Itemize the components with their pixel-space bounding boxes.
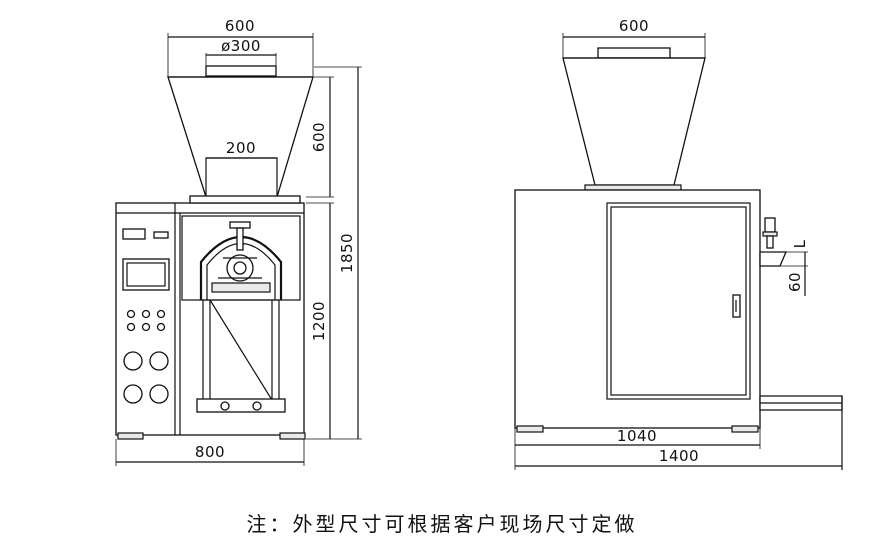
dim-front-cabinet-height: 1200 [306, 202, 334, 439]
side-cabinet [514, 189, 761, 429]
panel-button-grid [126, 309, 166, 332]
front-view: 600 ø300 200 [115, 17, 362, 466]
control-panel [122, 228, 170, 404]
front-feet [117, 432, 306, 440]
side-hopper [562, 57, 706, 186]
side-view: 600 L 60 [514, 17, 843, 470]
side-access-door [606, 202, 751, 400]
panel-display-screen [122, 258, 170, 291]
dim-front-total-height: 1850 [306, 66, 362, 440]
dim-label-outlet-height: 60 [786, 272, 804, 292]
side-hopper-inlet [597, 47, 671, 59]
dim-label-hopper-top: 600 [225, 17, 255, 35]
side-outlet-spout [759, 217, 787, 267]
drawing-note: 注：外型尺寸可根据客户现场尺寸定做 [0, 508, 884, 537]
dim-label-hopper-height: 600 [310, 122, 328, 152]
dim-label-cabinet-height: 1200 [310, 301, 328, 341]
dim-side-total-length: 1400 [515, 447, 842, 467]
dim-label-total-height: 1850 [338, 233, 356, 273]
dim-side-outlet: L 60 [780, 239, 809, 296]
filling-station [181, 215, 301, 413]
side-feet [516, 425, 759, 433]
hopper-inlet-collar [205, 65, 277, 77]
dim-side-hopper-top: 600 [562, 17, 706, 58]
hopper [167, 76, 314, 198]
dim-label-side-hopper-top: 600 [619, 17, 649, 35]
dim-label-cabinet-width: 1040 [617, 427, 657, 445]
dim-side-cabinet-width: 1040 [514, 427, 761, 470]
panel-indicator [153, 231, 169, 239]
side-hopper-flange [584, 184, 682, 191]
dim-front-hopper-height: 600 [306, 76, 334, 198]
dim-label-base-width: 800 [195, 443, 225, 461]
bag-platform [196, 398, 286, 413]
dim-front-base-width: 800 [115, 439, 305, 466]
dim-front-inlet: ø300 [205, 37, 277, 66]
note-text: 注：外型尺寸可根据客户现场尺寸定做 [246, 512, 638, 536]
cabinet-top-flange [189, 195, 301, 204]
dim-label-inlet-diameter: ø300 [221, 37, 261, 55]
dim-front-hopper-bottom: 200 [206, 139, 277, 159]
dim-label-outlet-l: L [791, 239, 809, 248]
panel-knobs [123, 351, 169, 404]
dim-front-hopper-top: 600 [167, 17, 314, 78]
panel-switch [122, 228, 146, 240]
dim-label-hopper-bottom: 200 [226, 139, 256, 157]
dim-label-total-length: 1400 [659, 447, 699, 465]
